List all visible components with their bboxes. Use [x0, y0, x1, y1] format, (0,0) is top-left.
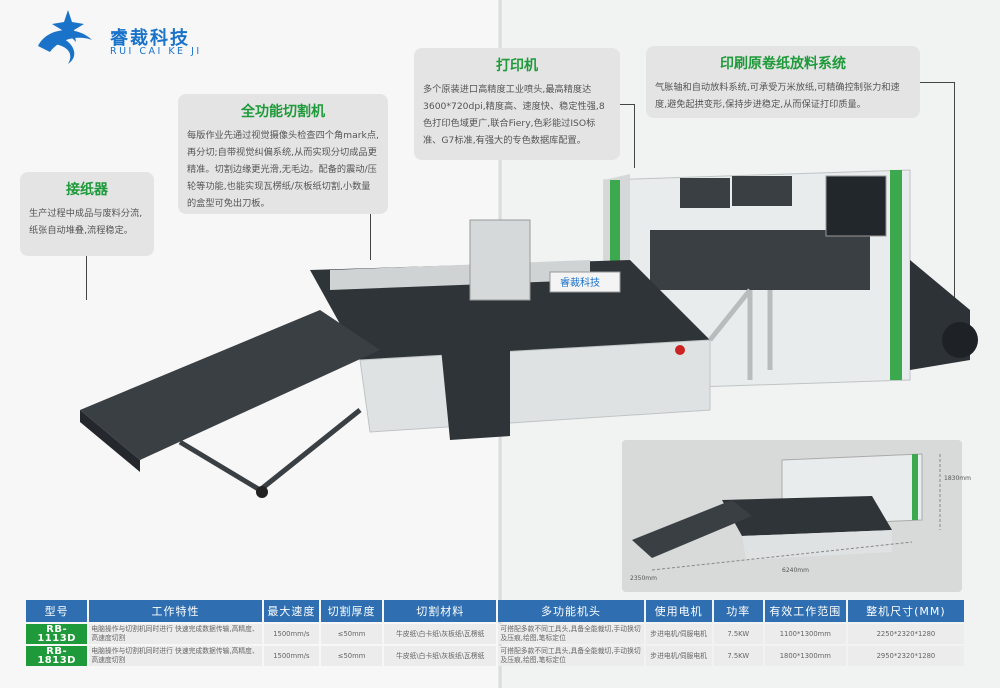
header-materials: 切割材料: [384, 600, 497, 622]
row2-thickness: ≤50mm: [321, 646, 383, 666]
callout-printer: 打印机 多个原装进口高精度工业喷头,最高精度达3600*720dpi,精度高、速…: [414, 48, 620, 160]
spec-table: 型号 工作特性 最大速度 切割厚度 切割材料 多功能机头 使用电机 功率 有效工…: [24, 598, 966, 668]
row2-materials: 牛皮纸\白卡纸\灰板纸\瓦楞纸: [384, 646, 497, 666]
header-head: 多功能机头: [498, 600, 644, 622]
logo-mark-icon: [38, 10, 92, 64]
row2-features: 电脑操作与切割机同时进行 快速完成数据传输,高精度、高速度切割: [89, 646, 262, 666]
row1-thickness: ≤50mm: [321, 624, 383, 644]
row1-range: 1100*1300mm: [764, 624, 846, 644]
pointer-printer: [634, 104, 635, 168]
callout-printer-text: 多个原装进口高精度工业喷头,最高精度达3600*720dpi,精度高、速度快、稳…: [423, 84, 605, 146]
callout-cutter-title: 全功能切割机: [241, 104, 325, 120]
brand-logo: 睿裁科技 RUI CAI KE JI: [28, 6, 218, 66]
row1-speed: 1500mm/s: [263, 624, 320, 644]
row2-power: 7.5KW: [713, 646, 763, 666]
cutter-unit: 睿裁科技: [310, 219, 711, 440]
callout-stacker-title: 接纸器: [66, 182, 108, 198]
pointer-unwinder: [954, 82, 955, 302]
callout-unwinder: 印刷原卷纸放料系统 气胀轴和自动放料系统,可承受万米放纸,可精确控制张力和速度,…: [646, 46, 920, 118]
pointer-cutter: [370, 214, 371, 260]
callout-stacker-text: 生产过程中成品与废料分流,纸张自动堆叠,流程稳定。: [29, 208, 143, 236]
row1-features: 电脑操作与切割机同时进行 快速完成数据传输,高精度、高速度切割: [89, 624, 262, 644]
header-power: 功率: [713, 600, 763, 622]
brand-name-en: RUI CAI KE JI: [110, 46, 202, 57]
brand-name-cn: 睿裁科技: [110, 28, 190, 49]
callout-cutter-text: 每版作业先通过视觉摄像头检查四个角mark点,再分切;自带视觉纠偏系统,从而实现…: [187, 130, 379, 209]
callout-cutter: 全功能切割机 每版作业先通过视觉摄像头检查四个角mark点,再分切;自带视觉纠偏…: [178, 94, 388, 214]
machine-brand-label: 睿裁科技: [560, 276, 600, 289]
stacker-unit: [80, 310, 380, 498]
row1-power: 7.5KW: [713, 624, 763, 644]
table-row: RB-1813D 电脑操作与切割机同时进行 快速完成数据传输,高精度、高速度切割…: [26, 646, 964, 666]
row1-head: 可搭配多款不同工具头,具备全能裁切,手动换切及压痕,绘图,笔标定位: [498, 624, 644, 644]
row2-head: 可搭配多款不同工具头,具备全能裁切,手动换切及压痕,绘图,笔标定位: [498, 646, 644, 666]
machine-illustration: 睿裁科技: [80, 169, 978, 498]
callout-printer-title: 打印机: [496, 58, 538, 74]
table-header-row: 型号 工作特性 最大速度 切割厚度 切割材料 多功能机头 使用电机 功率 有效工…: [26, 600, 964, 622]
header-features: 工作特性: [89, 600, 262, 622]
pointer-unwinder-h: [920, 82, 954, 83]
header-speed: 最大速度: [263, 600, 320, 622]
header-range: 有效工作范围: [764, 600, 846, 622]
dimension-inset: 1830mm 6240mm 2350mm: [622, 440, 971, 592]
callout-stacker: 接纸器 生产过程中成品与废料分流,纸张自动堆叠,流程稳定。: [20, 172, 154, 256]
pointer-printer-h: [620, 104, 634, 105]
row2-size: 2950*2320*1280: [847, 646, 964, 666]
header-size: 整机尺寸(MM): [847, 600, 964, 622]
row2-motor: 步进电机/伺服电机: [645, 646, 712, 666]
table-row: RB-1113D 电脑操作与切割机同时进行 快速完成数据传输,高精度、高速度切割…: [26, 624, 964, 644]
row1-model: RB-1113D: [26, 624, 88, 644]
callout-unwinder-title: 印刷原卷纸放料系统: [720, 56, 846, 72]
header-motor: 使用电机: [645, 600, 712, 622]
row1-motor: 步进电机/伺服电机: [645, 624, 712, 644]
inset-height-label: 1830mm: [944, 475, 971, 482]
inset-depth-label: 2350mm: [630, 575, 657, 582]
row1-materials: 牛皮纸\白卡纸\灰板纸\瓦楞纸: [384, 624, 497, 644]
row2-speed: 1500mm/s: [263, 646, 320, 666]
callout-unwinder-text: 气胀轴和自动放料系统,可承受万米放纸,可精确控制张力和速度,避免起拱变形,保持步…: [655, 82, 900, 110]
row2-range: 1800*1300mm: [764, 646, 846, 666]
row1-size: 2250*2320*1280: [847, 624, 964, 644]
pointer-stacker: [86, 256, 87, 300]
inset-width-label: 6240mm: [782, 567, 809, 574]
header-model: 型号: [26, 600, 88, 622]
frame-rails: [708, 288, 773, 380]
row2-model: RB-1813D: [26, 646, 88, 666]
inset-machine-drawing: 1830mm 6240mm 2350mm: [630, 453, 971, 582]
header-thickness: 切割厚度: [321, 600, 383, 622]
